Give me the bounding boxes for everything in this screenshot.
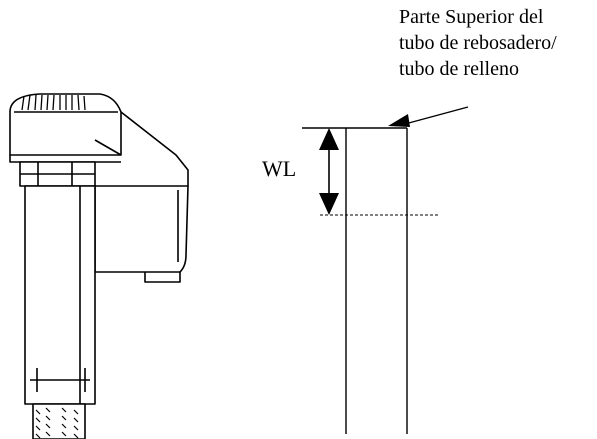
callout-line-1: Parte Superior del — [399, 6, 544, 28]
water-level-arrow — [319, 128, 339, 215]
flush-valve-assembly-icon — [9, 93, 189, 439]
callout-arrow — [388, 106, 469, 127]
overflow-tube-callout: Parte Superior del tubo de rebosadero/ t… — [399, 4, 557, 82]
water-level-label: WL — [262, 156, 297, 181]
callout-line-3: tubo de relleno — [399, 58, 519, 80]
overflow-tube — [345, 127, 408, 434]
callout-line-2: tubo de rebosadero/ — [399, 32, 557, 54]
